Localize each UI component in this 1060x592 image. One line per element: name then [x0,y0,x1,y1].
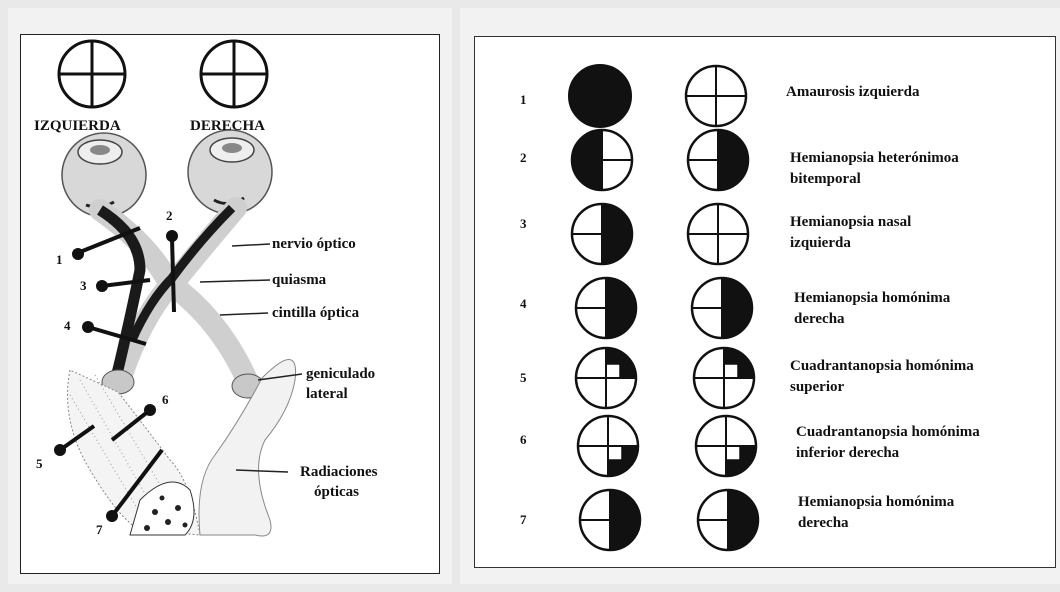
left-eye-field-circle [59,41,125,107]
row-7-label: Hemianopsia homónima [798,492,954,513]
lesion-number-4: 4 [64,318,71,334]
label-geniculado: geniculado [306,364,375,384]
right-eye-field-circle [201,41,267,107]
row-6-right-field [696,416,756,476]
row-1-right-field [686,66,746,126]
row-3-right-field [688,204,748,264]
row-7-label-line2: derecha [798,513,849,534]
row-3-label-line2: izquierda [790,233,851,254]
row-5-left-field [576,348,636,408]
row-1-left-field [569,65,631,127]
row-4-right-field [692,278,752,338]
row-2-left-field [572,130,632,190]
row-2-label: Hemianopsia heterónimoa [790,148,959,169]
lesion-number-5: 5 [36,456,43,472]
row-3-left-field [572,204,632,264]
lesion-number-2: 2 [166,208,173,224]
row-6-label: Cuadrantanopsia homónima [796,422,980,443]
row-6-left-field [578,416,638,476]
row-2-label-line2: bitemporal [790,169,861,190]
label-nervio-optico: nervio óptico [272,234,356,254]
left-eye-title: IZQUIERDA [34,116,121,136]
row-number-2: 2 [520,150,527,166]
row-number-6: 6 [520,432,527,448]
row-number-3: 3 [520,216,527,232]
right-eye-title: DERECHA [190,116,265,136]
row-5-label-line2: superior [790,377,844,398]
lesion-number-1: 1 [56,252,63,268]
row-4-left-field [576,278,636,338]
row-1-label: Amaurosis izquierda [786,82,919,103]
row-6-label-line2: inferior derecha [796,443,899,464]
row-4-label-line2: derecha [794,309,845,330]
row-7-right-field [698,490,758,550]
label-quiasma: quiasma [272,270,326,290]
left-optic-radiations [68,370,201,535]
label-cintilla-optica: cintilla óptica [272,303,359,323]
label-radiaciones: Radiaciones [300,462,378,482]
row-3-label: Hemianopsia nasal [790,212,911,233]
row-number-1: 1 [520,92,527,108]
optic-pathway [100,208,264,398]
row-number-7: 7 [520,512,527,528]
label-opticas: ópticas [314,482,359,502]
row-number-4: 4 [520,296,527,312]
row-4-label: Hemianopsia homónima [794,288,950,309]
lesion-number-3: 3 [80,278,87,294]
lesion-number-6: 6 [162,392,169,408]
row-7-left-field [580,490,640,550]
label-lateral: lateral [306,384,348,404]
row-5-label: Cuadrantanopsia homónima [790,356,974,377]
lesion-number-7: 7 [96,522,103,538]
row-number-5: 5 [520,370,527,386]
row-5-right-field [694,348,754,408]
row-2-right-field [688,130,748,190]
